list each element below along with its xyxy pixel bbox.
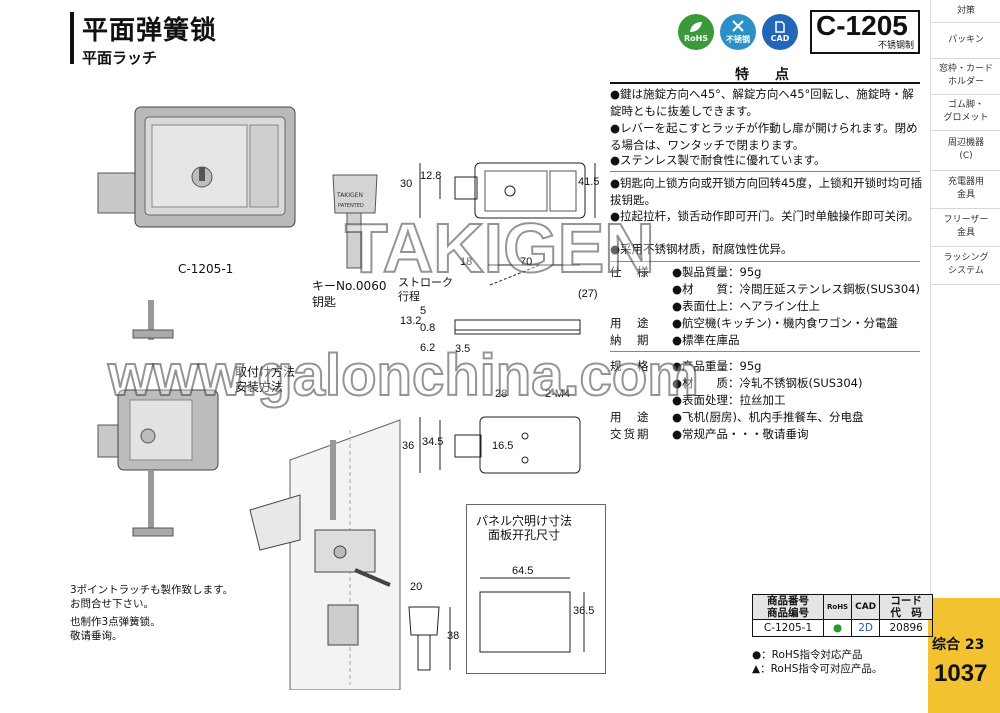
- dim-36: 36: [402, 440, 415, 452]
- divider: [610, 261, 920, 262]
- dim-12-8: 12.8: [420, 170, 442, 182]
- title-accent-bar: [70, 12, 74, 64]
- stroke-label-zh: 行程: [398, 290, 420, 303]
- install-title-jp: 取付け方法: [235, 365, 296, 379]
- product-material: 不锈钢制: [877, 41, 914, 51]
- dim-41-5: 41.5: [578, 176, 600, 188]
- legend-item: ▲：RoHS指令可对应产品。: [752, 663, 883, 675]
- panel-cutout-drawing: [479, 577, 585, 653]
- table-cell: C-1205-1: [752, 619, 824, 637]
- product-code: C-1205: [816, 10, 908, 41]
- watermark-brand: TAKIGEN: [344, 208, 656, 288]
- header-cell: CAD: [851, 594, 881, 620]
- feature-zh-2: ●拉起拉杆，锁舌动作即可开门。关门时单触操作即可关闭。: [610, 209, 920, 223]
- header-cell: 商品番号 商品编号: [752, 594, 824, 620]
- latch-photo: [97, 106, 296, 228]
- feature-zh-3: ●采用不锈钢材质，耐腐蚀性优异。: [610, 242, 793, 256]
- feature-jp-2: ●レバーを起こすとラッチが作動し扉が開けられます。閉める場合は、ワンタッチで閉ま…: [610, 121, 918, 152]
- three-point-latch-photo: [97, 300, 219, 537]
- page-subtitle: 平面ラッチ: [82, 49, 158, 67]
- install-title-zh: 安装方法: [235, 380, 284, 394]
- sidebar-item-6[interactable]: フリーザー 金具: [931, 208, 1000, 247]
- svg-text:PATENTED: PATENTED: [338, 203, 364, 209]
- panel-title-jp: パネル穴明け寸法: [476, 514, 573, 528]
- panel-title-zh: 面板开孔尺寸: [488, 528, 561, 542]
- section-tab[interactable]: 综合 23 1037: [928, 598, 1000, 713]
- cad-badge: CAD: [762, 14, 798, 50]
- svg-text:TAKIGEN: TAKIGEN: [336, 192, 363, 199]
- installation-diagram: [249, 419, 401, 690]
- rohs-badge: RoHS: [678, 14, 714, 50]
- dim-36-5: 36.5: [573, 605, 595, 617]
- divider: [610, 171, 920, 172]
- spec-row: 仕 様●製品質量：95g: [610, 265, 762, 279]
- feature-jp-1: ●鍵は施錠方向へ45°、解錠方向へ45°回転し、施錠時・解錠時ともに抜差しできま…: [610, 87, 914, 118]
- dim-18: 18: [460, 256, 473, 268]
- spec-row: 用 途●航空機(キッチン)・機内食ワゴン・分電盤: [610, 316, 899, 330]
- dim-6-2: 6.2: [420, 342, 436, 354]
- dim-0-8: 0.8: [420, 322, 436, 334]
- spec-row: 交货期●常规产品・・・敬请垂询: [610, 427, 809, 441]
- page-number: 1037: [934, 660, 988, 687]
- dim-13-2: 13.2: [400, 315, 422, 327]
- category-sidebar: 対策 パッキン 窓枠・カード ホルダー ゴム脚・ グロメット 周辺機器 (C) …: [930, 0, 1000, 713]
- section-label: 综合 23: [932, 637, 985, 653]
- dimension-drawing: [419, 162, 596, 474]
- page-title: 平面弹簧锁: [82, 16, 218, 46]
- divider: [610, 351, 920, 352]
- stainless-badge: 不锈钢: [720, 14, 756, 50]
- table-cell: 20896: [879, 619, 934, 637]
- stroke-label-jp: ストローク: [398, 276, 453, 289]
- key-photo: TAKIGEN PATENTED: [332, 174, 378, 269]
- legend-item: ●：RoHS指令対応产品: [752, 649, 863, 661]
- leaf-icon: [690, 22, 702, 32]
- product-table: 商品番号 商品编号 RoHS CAD コード 代 码 C-1205-1 ● 2D…: [752, 594, 934, 637]
- key-label-zh: 钥匙: [312, 295, 337, 309]
- sidebar-item-5[interactable]: 充電器用 金具: [931, 170, 1000, 209]
- dim-70: 70: [520, 256, 533, 268]
- document-icon: [775, 21, 785, 33]
- dim-34-5: 34.5: [422, 436, 444, 448]
- spec-row: ●表面处理：拉丝加工: [672, 393, 786, 407]
- dim-64-5: 64.5: [512, 565, 534, 577]
- table-cell: 2D: [851, 619, 881, 637]
- note: 3ポイントラッチも製作致します。 お問合せ下さい。 也制作3点弹簧锁。 敬请垂询…: [70, 584, 234, 642]
- spec-row: ●材 质：冷轧不锈钢板(SUS304): [672, 376, 863, 390]
- panel-cutout-box: [466, 504, 606, 674]
- sidebar-item-0[interactable]: 対策: [931, 0, 1000, 23]
- spec-row: 用 途●飞机(厨房)、机内手推餐车、分电盘: [610, 410, 864, 424]
- features-rule: [610, 82, 920, 84]
- sidebar-item-3[interactable]: ゴム脚・ グロメット: [931, 94, 1000, 131]
- feature-jp-3: ●ステンレス製で耐食性に優れています。: [610, 153, 826, 167]
- dim-2-m4: 2-M4: [545, 388, 571, 400]
- sidebar-item-2[interactable]: 窓枠・カード ホルダー: [931, 58, 1000, 95]
- dim-30: 30: [400, 178, 413, 190]
- features-title: 特 点: [735, 67, 795, 83]
- watermark-url: www.galonchina.com: [107, 342, 700, 409]
- model-label: C-1205-1: [178, 262, 234, 276]
- spec-row: ●材 質：冷間圧延ステンレス鋼板(SUS304): [672, 282, 920, 296]
- spec-row: ●表面仕上：ヘアライン仕上: [672, 299, 821, 313]
- dim-5: 5: [420, 305, 427, 317]
- header-cell: コード 代 码: [879, 594, 934, 620]
- dim-38: 38: [447, 630, 460, 642]
- spec-row: 納 期●標準在庫品: [610, 333, 740, 347]
- header-cell: RoHS: [822, 594, 853, 620]
- dim-28: 28: [495, 388, 508, 400]
- dim-20: 20: [410, 581, 423, 593]
- product-code-box: C-1205 不锈钢制: [810, 10, 920, 54]
- stainless-icon: [732, 20, 744, 32]
- dim-16-5: 16.5: [492, 440, 514, 452]
- sidebar-item-7[interactable]: ラッシング システム: [931, 246, 1000, 285]
- dim-3-5: 3.5: [455, 343, 471, 355]
- table-row: C-1205-1 ● 2D 20896: [752, 619, 934, 637]
- feature-zh-1: ●钥匙向上锁方向或开锁方向回转45度，上锁和开锁时均可插拔钥匙。: [610, 176, 923, 207]
- sidebar-item-4[interactable]: 周辺機器 (C): [931, 130, 1000, 171]
- dim-27: (27): [578, 288, 598, 300]
- key-drawing: [408, 606, 451, 671]
- sidebar-item-1[interactable]: パッキン: [931, 22, 1000, 59]
- spec-row: 规 格●产品重量：95g: [610, 359, 762, 373]
- key-label-jp: キーNo.0060: [312, 279, 387, 293]
- table-cell: ●: [822, 619, 853, 637]
